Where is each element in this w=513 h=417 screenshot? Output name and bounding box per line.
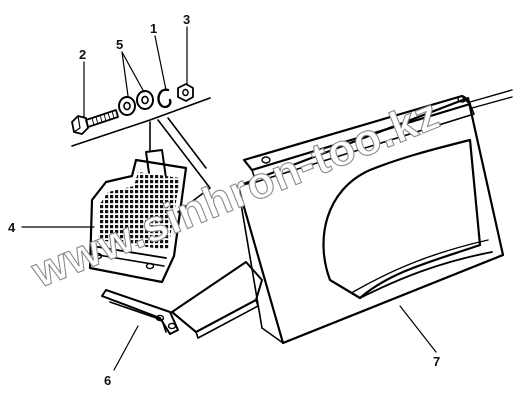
fastener-group bbox=[71, 83, 211, 213]
step-bracket-part bbox=[101, 261, 263, 339]
mudflap-part bbox=[88, 149, 188, 284]
callout-2: 2 bbox=[79, 47, 86, 62]
callout-7: 7 bbox=[433, 354, 440, 369]
callout-1: 1 bbox=[150, 21, 157, 36]
callout-3: 3 bbox=[183, 12, 190, 27]
callout-4: 4 bbox=[8, 220, 16, 235]
watermark-text: www.sinhron-too.kz bbox=[24, 89, 446, 298]
leader-lines bbox=[21, 26, 437, 371]
callout-6: 6 bbox=[104, 373, 111, 388]
callout-5: 5 bbox=[116, 37, 123, 52]
side-panel-part bbox=[236, 89, 513, 345]
